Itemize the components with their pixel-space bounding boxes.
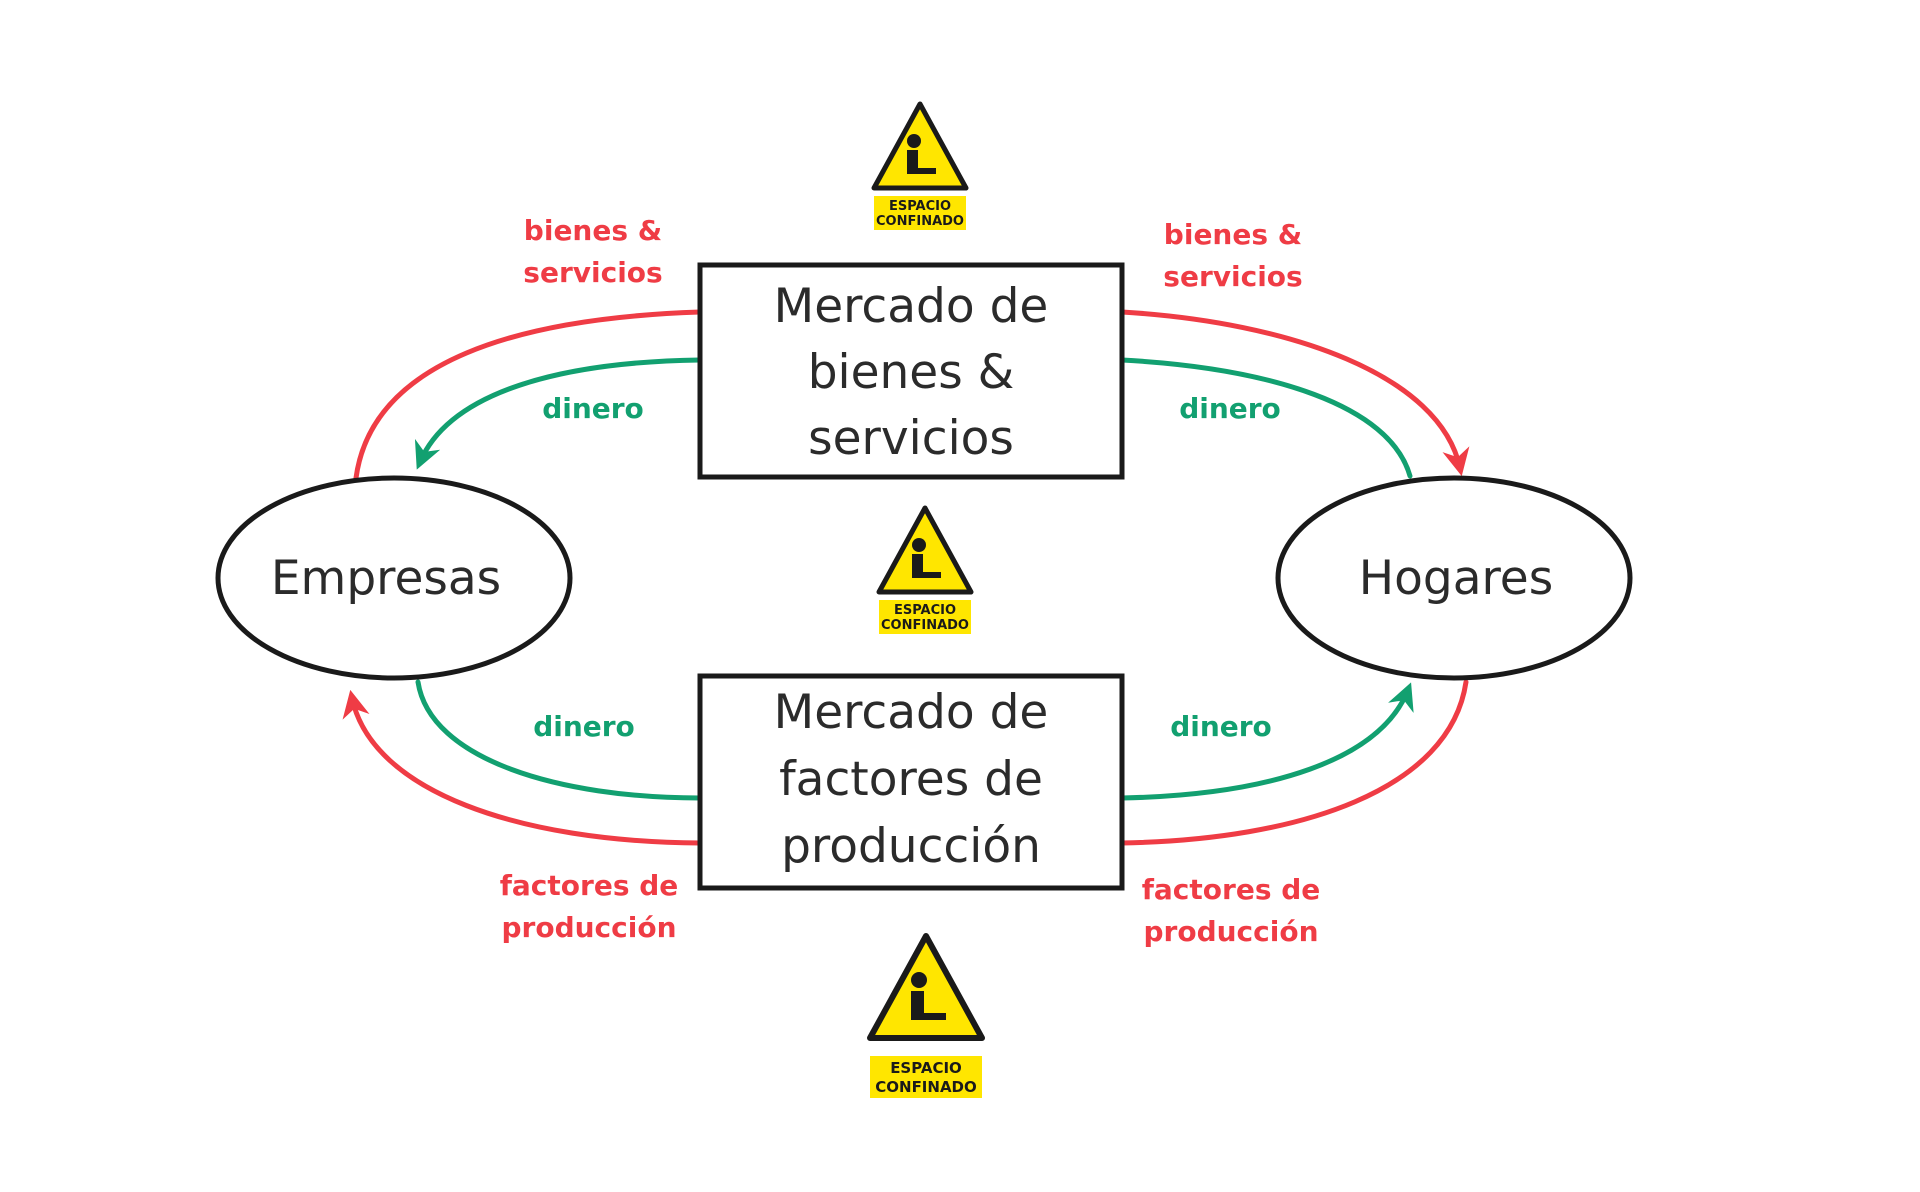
svg-text:CONFINADO: CONFINADO	[876, 214, 964, 229]
label-bottom-left-money: dinero	[533, 710, 635, 743]
flow-money-top-right	[1119, 357, 1413, 479]
svg-text:ESPACIO: ESPACIO	[894, 603, 956, 618]
svg-text:factores de: factores de	[1142, 873, 1321, 906]
label-top-right-goods: bienes & servicios	[1163, 218, 1302, 293]
flow-factors-bottom-left	[342, 689, 703, 846]
flow-money-bottom-left	[415, 679, 703, 801]
goods-market-box: Mercado de bienes & servicios	[697, 262, 1125, 480]
svg-text:servicios: servicios	[1163, 260, 1302, 293]
factors-market-box: Mercado de factores de producción	[697, 673, 1125, 891]
goods-market-line-1: Mercado de	[774, 279, 1049, 334]
goods-market-line-3: servicios	[808, 411, 1014, 466]
svg-text:factores de: factores de	[500, 869, 679, 902]
goods-market-line-2: bienes &	[808, 345, 1015, 400]
svg-text:CONFINADO: CONFINADO	[875, 1078, 977, 1096]
label-top-left-money: dinero	[542, 392, 644, 425]
flow-goods-top-right	[1119, 309, 1470, 477]
svg-text:producción: producción	[1143, 915, 1318, 948]
flow-goods-top-left	[353, 309, 703, 481]
factors-market-line-3: producción	[781, 819, 1041, 874]
label-top-right-money: dinero	[1179, 392, 1281, 425]
factors-market-line-1: Mercado de	[774, 685, 1049, 740]
svg-text:ESPACIO: ESPACIO	[890, 1059, 962, 1077]
svg-text:ESPACIO: ESPACIO	[889, 199, 951, 214]
svg-text:servicios: servicios	[523, 256, 662, 289]
svg-text:producción: producción	[501, 911, 676, 944]
flow-factors-bottom-right	[1119, 679, 1469, 846]
confined-space-warning-icon: ESPACIO CONFINADO	[876, 505, 974, 634]
flow-money-bottom-right	[1119, 682, 1414, 801]
confined-space-warning-icon: ESPACIO CONFINADO	[871, 101, 969, 230]
firms-node: Empresas	[215, 475, 573, 681]
confined-space-warning-icon: ESPACIO CONFINADO	[867, 933, 985, 1098]
label-top-left-goods: bienes & servicios	[523, 214, 662, 289]
label-bottom-right-factors: factores de producción	[1142, 873, 1321, 948]
svg-text:bienes &: bienes &	[1164, 218, 1302, 251]
flow-money-top-left	[414, 357, 703, 470]
label-bottom-left-factors: factores de producción	[500, 869, 679, 944]
factors-market-line-2: factores de	[779, 752, 1043, 807]
firms-label: Empresas	[271, 551, 501, 606]
svg-text:CONFINADO: CONFINADO	[881, 618, 969, 633]
households-label: Hogares	[1359, 551, 1553, 606]
svg-text:bienes &: bienes &	[524, 214, 662, 247]
label-bottom-right-money: dinero	[1170, 710, 1272, 743]
households-node: Hogares	[1275, 475, 1633, 681]
